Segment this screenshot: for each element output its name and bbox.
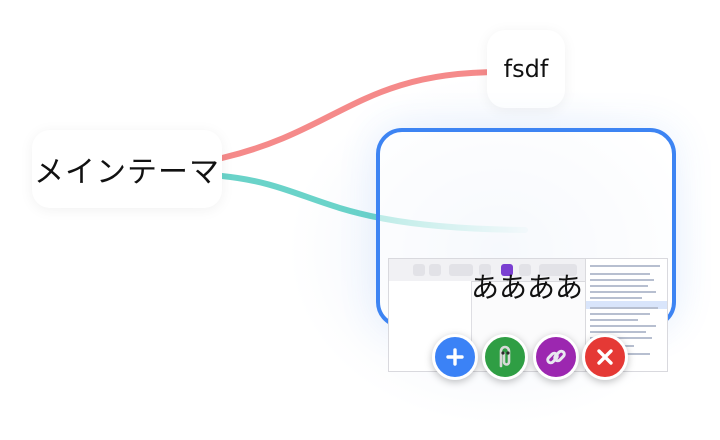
thumbnail-toolbar	[389, 259, 585, 282]
link-icon	[546, 349, 566, 365]
add-button[interactable]	[432, 334, 478, 380]
child-node-fsdf-label: fsdf	[503, 55, 549, 83]
root-node-label: メインテーマ	[34, 155, 220, 190]
link-button[interactable]	[533, 334, 579, 380]
paperclip-icon	[499, 345, 511, 368]
plus-icon	[446, 348, 464, 366]
edge-root-to-fsdf	[219, 69, 503, 161]
selected-node-label[interactable]: ああああ	[470, 271, 583, 304]
attach-button[interactable]	[482, 334, 528, 380]
close-icon	[597, 349, 613, 365]
child-node-fsdf[interactable]: fsdf	[487, 30, 565, 108]
root-node[interactable]: メインテーマ	[32, 130, 222, 208]
delete-button[interactable]	[582, 334, 628, 380]
node-action-toolbar	[432, 334, 632, 386]
